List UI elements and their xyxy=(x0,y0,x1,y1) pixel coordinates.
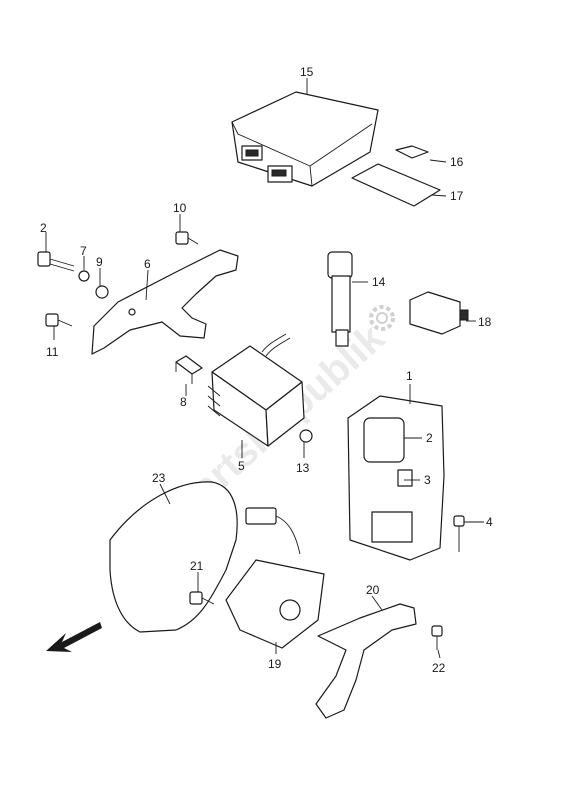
sensor-19 xyxy=(225,559,325,649)
direction-arrow-icon xyxy=(46,622,102,652)
bolt-22 xyxy=(431,625,443,650)
callout-15: 15 xyxy=(300,65,314,79)
bracket-20 xyxy=(315,603,417,719)
callout-2-bolt: 2 xyxy=(40,221,47,235)
callout-7: 7 xyxy=(80,244,87,258)
pad-small xyxy=(395,145,429,159)
ignition-coil xyxy=(327,251,353,347)
nut-13 xyxy=(299,429,313,443)
callout-4: 4 xyxy=(486,515,493,529)
callout-16: 16 xyxy=(450,155,464,169)
bolt-21 xyxy=(189,591,215,605)
callout-14: 14 xyxy=(372,275,386,289)
callout-2-relay: 2 xyxy=(426,431,433,445)
callout-18: 18 xyxy=(478,315,492,329)
spacer-8 xyxy=(175,355,203,384)
ecu-unit xyxy=(231,91,379,187)
callout-11: 11 xyxy=(46,345,59,359)
callout-6: 6 xyxy=(144,257,151,271)
starter-relay-assembly xyxy=(347,395,445,561)
washer-7 xyxy=(78,270,90,282)
bolt-11 xyxy=(45,313,73,327)
callout-23: 23 xyxy=(152,471,166,485)
callout-21: 21 xyxy=(190,559,204,573)
callout-5: 5 xyxy=(238,459,245,473)
callout-3: 3 xyxy=(424,473,431,487)
callout-8: 8 xyxy=(180,395,187,409)
leader-lines xyxy=(45,78,484,659)
bracket xyxy=(91,249,239,355)
callout-labels: 15 16 17 2 7 9 6 10 11 8 5 13 14 18 1 2 … xyxy=(40,65,493,675)
harness-connector xyxy=(245,507,301,555)
callout-13: 13 xyxy=(296,461,310,475)
bolt-4 xyxy=(453,515,465,552)
callout-19: 19 xyxy=(268,657,282,671)
sheet xyxy=(351,163,441,207)
callout-20: 20 xyxy=(366,583,380,597)
callout-22: 22 xyxy=(432,661,446,675)
gear-icon xyxy=(369,305,395,331)
callout-1: 1 xyxy=(406,369,413,383)
regulator xyxy=(207,333,305,447)
washer-9 xyxy=(95,285,109,299)
relay-18 xyxy=(409,291,469,335)
callout-9: 9 xyxy=(96,255,103,269)
bolt-10 xyxy=(175,231,199,245)
callout-17: 17 xyxy=(450,189,464,203)
cover xyxy=(109,481,238,633)
bolt-2 xyxy=(37,251,75,272)
callout-10: 10 xyxy=(173,201,187,215)
